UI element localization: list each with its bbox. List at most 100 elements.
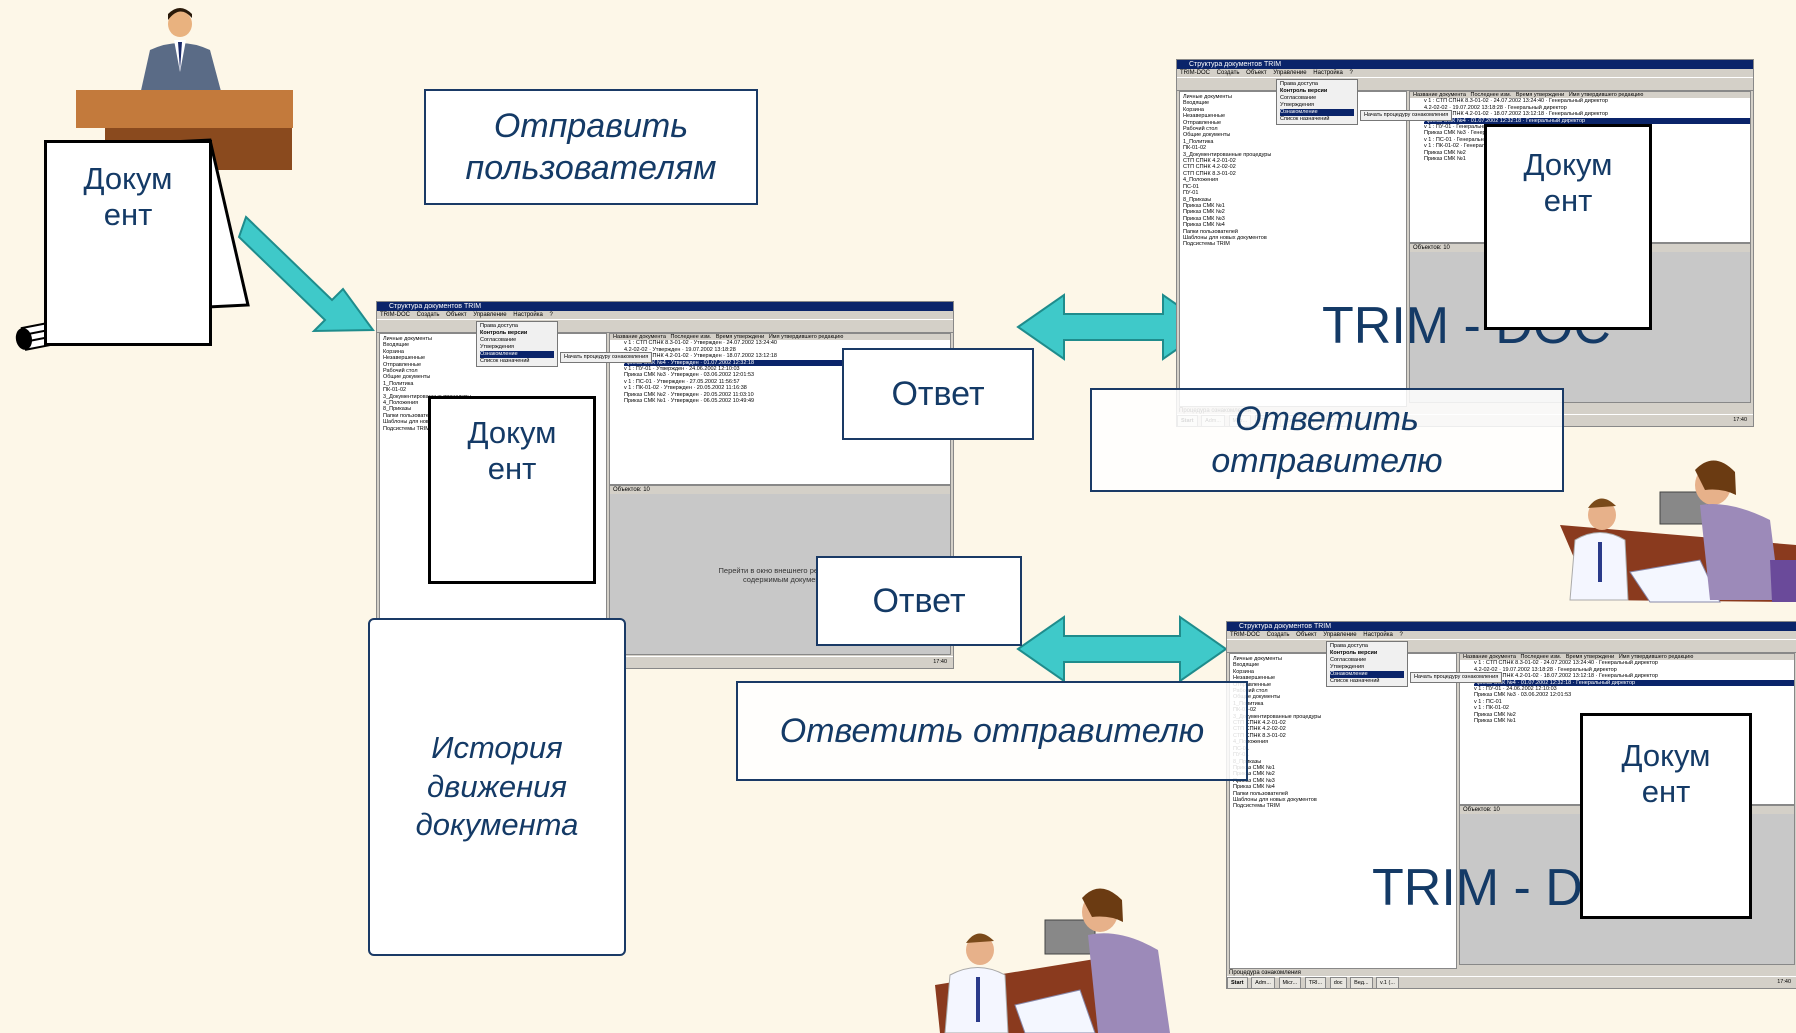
tree-item[interactable]: Корзина bbox=[383, 348, 404, 355]
taskbar-button[interactable]: Вед... bbox=[1350, 977, 1373, 988]
tree-item[interactable]: Незавершенные bbox=[383, 355, 426, 362]
table-row[interactable]: Приказ СМК №1 · Утвержден · 06.05.2002 1… bbox=[624, 398, 755, 405]
column-header[interactable]: Последнее изм. bbox=[670, 334, 712, 340]
column-header[interactable]: Последнее изм. bbox=[1520, 654, 1562, 660]
dropdown-item[interactable]: Утверждения bbox=[1330, 664, 1365, 670]
tree-item[interactable]: СТП СПНК 4.2-02-02 bbox=[1233, 726, 1286, 733]
submenu-start-procedure[interactable]: Начать процедуру ознакомления bbox=[560, 352, 653, 363]
object-menu-dropdown[interactable]: Права доступа Контроль версии Согласован… bbox=[1276, 79, 1358, 125]
taskbar-button[interactable]: doc bbox=[1329, 977, 1347, 988]
tree-item[interactable]: Общие документы bbox=[1183, 132, 1231, 139]
submenu-start-procedure[interactable]: Начать процедуру ознакомления bbox=[1410, 672, 1503, 683]
tree-item[interactable]: 3_Документированные процедуры bbox=[383, 393, 471, 400]
tree-item[interactable]: 3_Документированные процедуры bbox=[1183, 151, 1272, 158]
tree-item[interactable]: ПС-01 bbox=[1183, 183, 1199, 190]
tree-item[interactable]: СТП СПНК 4.2-02-02 bbox=[1183, 164, 1236, 171]
taskbar-button[interactable]: Adm... bbox=[1251, 977, 1275, 988]
table-row[interactable]: 4.2-02-02 · 19.07.2002 13:18:28 · Генера… bbox=[1474, 666, 1617, 673]
tree-item[interactable]: Приказ СМК №3 bbox=[1183, 215, 1225, 222]
menu-item[interactable]: ? bbox=[1399, 632, 1403, 638]
tree-item[interactable]: Личные документы bbox=[383, 336, 432, 342]
table-row[interactable]: v 1 : ПУ-01 · Утвержден · 24.06.2002 12:… bbox=[624, 366, 740, 373]
menu-item[interactable]: Создать bbox=[1216, 70, 1240, 76]
dropdown-item[interactable]: Список назначений bbox=[1280, 116, 1330, 122]
tree-item[interactable]: Личные документы bbox=[1233, 656, 1282, 662]
tree-item[interactable]: 1_Политика bbox=[1233, 700, 1264, 707]
tree-item[interactable]: Шаблоны для новых документов bbox=[1233, 796, 1317, 803]
table-row[interactable]: v 1 : СТП СПНК 8.3-01-02 · 24.07.2002 13… bbox=[1474, 660, 1658, 667]
tree-item[interactable]: Отправленные bbox=[1183, 119, 1222, 126]
table-row[interactable]: v 1 : ПС-01 bbox=[1474, 698, 1502, 705]
menu-item[interactable]: Управление bbox=[1323, 632, 1357, 638]
dropdown-item[interactable]: Утверждения bbox=[480, 344, 515, 350]
tree-item[interactable]: Корзина bbox=[1183, 106, 1204, 113]
table-row[interactable]: Приказ СМК №3 · 03.06.2002 12:01:53 bbox=[1474, 692, 1572, 699]
dropdown-item[interactable]: Согласование bbox=[1280, 95, 1317, 101]
menu-item[interactable]: TRIM-DOC bbox=[1180, 70, 1210, 76]
menu-item[interactable]: Объект bbox=[1296, 632, 1317, 638]
tree-item[interactable]: Приказ СМК №2 bbox=[1183, 209, 1225, 216]
tree-item[interactable]: Рабочий стол bbox=[383, 368, 418, 375]
preview-text[interactable]: Перейти в окно внешнего редактора с соде… bbox=[718, 566, 852, 584]
tree-item[interactable]: Рабочий стол bbox=[1233, 688, 1268, 695]
dropdown-item[interactable]: Утверждения bbox=[1280, 102, 1315, 108]
column-header[interactable]: Название документа bbox=[1413, 92, 1466, 98]
object-menu-dropdown[interactable]: Права доступа Контроль версии Согласован… bbox=[1326, 641, 1408, 687]
tree-item[interactable]: Шаблоны для новых документов bbox=[1183, 234, 1267, 241]
column-header[interactable]: Время утверждени bbox=[1565, 654, 1615, 660]
table-row[interactable]: v 1 : СТП СПНК 8.3-01-02 · 24.07.2002 13… bbox=[1424, 98, 1608, 105]
dropdown-item[interactable]: Ознакомление bbox=[480, 351, 554, 358]
column-header[interactable]: Название документа bbox=[1463, 654, 1516, 660]
menu-item[interactable]: ? bbox=[1349, 70, 1353, 76]
folder-tree[interactable]: Личные документы Входящие Корзина Незаве… bbox=[1179, 91, 1407, 407]
tree-item[interactable]: ПК-01-02 bbox=[383, 387, 407, 394]
dropdown-item[interactable]: Согласование bbox=[1330, 657, 1367, 663]
tree-item[interactable]: Незавершенные bbox=[1183, 113, 1226, 120]
column-header[interactable]: Время утверждени bbox=[1515, 92, 1565, 98]
tree-item[interactable]: Рабочий стол bbox=[1183, 126, 1218, 133]
tree-item[interactable]: Незавершенные bbox=[1233, 675, 1276, 682]
tree-item[interactable]: Отправленные bbox=[383, 361, 422, 368]
tree-item[interactable]: ПК-01-02 bbox=[1183, 145, 1207, 152]
tree-item[interactable]: 4_Положения bbox=[383, 400, 419, 407]
table-row[interactable]: v 1 : СТП СПНК 4.2-01-02 · 18.07.2002 13… bbox=[1424, 111, 1608, 118]
object-menu-dropdown[interactable]: Права доступа Контроль версии Согласован… bbox=[476, 321, 558, 367]
menu-item[interactable]: TRIM-DOC bbox=[380, 312, 410, 318]
tree-item[interactable]: СТП СПНК 4.2-01-02 bbox=[1233, 720, 1286, 727]
tree-item[interactable]: Приказ СМК №3 bbox=[1233, 777, 1275, 784]
menu-bar[interactable]: TRIM-DOC Создать Объект Управление Настр… bbox=[377, 311, 953, 319]
tree-item[interactable]: Приказ СМК №2 bbox=[1233, 771, 1275, 778]
table-row[interactable]: Приказ СМК №1 bbox=[1424, 156, 1466, 163]
column-header[interactable]: Последнее изм. bbox=[1470, 92, 1512, 98]
dropdown-item[interactable]: Список назначений bbox=[1330, 678, 1380, 684]
dropdown-item[interactable]: Контроль версии bbox=[1330, 650, 1378, 656]
folder-tree[interactable]: Личные документы Входящие Корзина Незаве… bbox=[1229, 653, 1457, 969]
column-header[interactable]: Имя утвердившего редакцию bbox=[1568, 92, 1644, 98]
tree-item[interactable]: Отправленные bbox=[1233, 681, 1272, 688]
menu-item[interactable]: Создать bbox=[416, 312, 440, 318]
menu-bar[interactable]: TRIM-DOC Создать Объект Управление Настр… bbox=[1227, 631, 1796, 639]
table-row[interactable]: Приказ СМК №2 · Утвержден · 20.05.2002 1… bbox=[624, 391, 754, 398]
table-row[interactable]: 4.2-02-02 · Утвержден · 19.07.2002 13:18… bbox=[624, 346, 736, 353]
column-header[interactable]: Название документа bbox=[613, 334, 666, 340]
tree-item[interactable]: Приказ СМК №1 bbox=[1183, 202, 1225, 209]
tree-item[interactable]: Подсистемы TRIM bbox=[1183, 241, 1230, 248]
tree-item[interactable]: 3_Документированные процедуры bbox=[1233, 713, 1322, 720]
menu-item[interactable]: Настройка bbox=[1313, 70, 1343, 76]
tree-item[interactable]: СТП СПНК 4.2-01-02 bbox=[1183, 158, 1236, 165]
menu-item[interactable]: Объект bbox=[1246, 70, 1267, 76]
dropdown-item[interactable]: Ознакомление bbox=[1330, 671, 1404, 678]
tree-item[interactable]: 4_Положения bbox=[1233, 739, 1269, 746]
column-header[interactable]: Имя утвердившего редакцию bbox=[768, 334, 844, 340]
menu-bar[interactable]: TRIM-DOC Создать Объект Управление Настр… bbox=[1177, 69, 1753, 77]
tree-item[interactable]: Личные документы bbox=[1183, 94, 1232, 100]
tree-item[interactable]: Общие документы bbox=[383, 374, 431, 381]
taskbar-button[interactable]: Micr... bbox=[1278, 977, 1302, 988]
table-row[interactable]: v 1 : ПУ-01 · 24.06.2002 12:10:03 bbox=[1474, 686, 1557, 693]
tree-item[interactable]: Приказ СМК №4 bbox=[1233, 784, 1275, 791]
table-row[interactable]: v 1 : СТП СПНК 4.2-01-02 · Утвержден · 1… bbox=[624, 353, 777, 360]
tree-item[interactable]: 1_Политика bbox=[1183, 138, 1214, 145]
menu-item[interactable]: Управление bbox=[1273, 70, 1307, 76]
tree-item[interactable]: ПУ-01 bbox=[1183, 190, 1199, 197]
menu-item[interactable]: Настройка bbox=[513, 312, 543, 318]
